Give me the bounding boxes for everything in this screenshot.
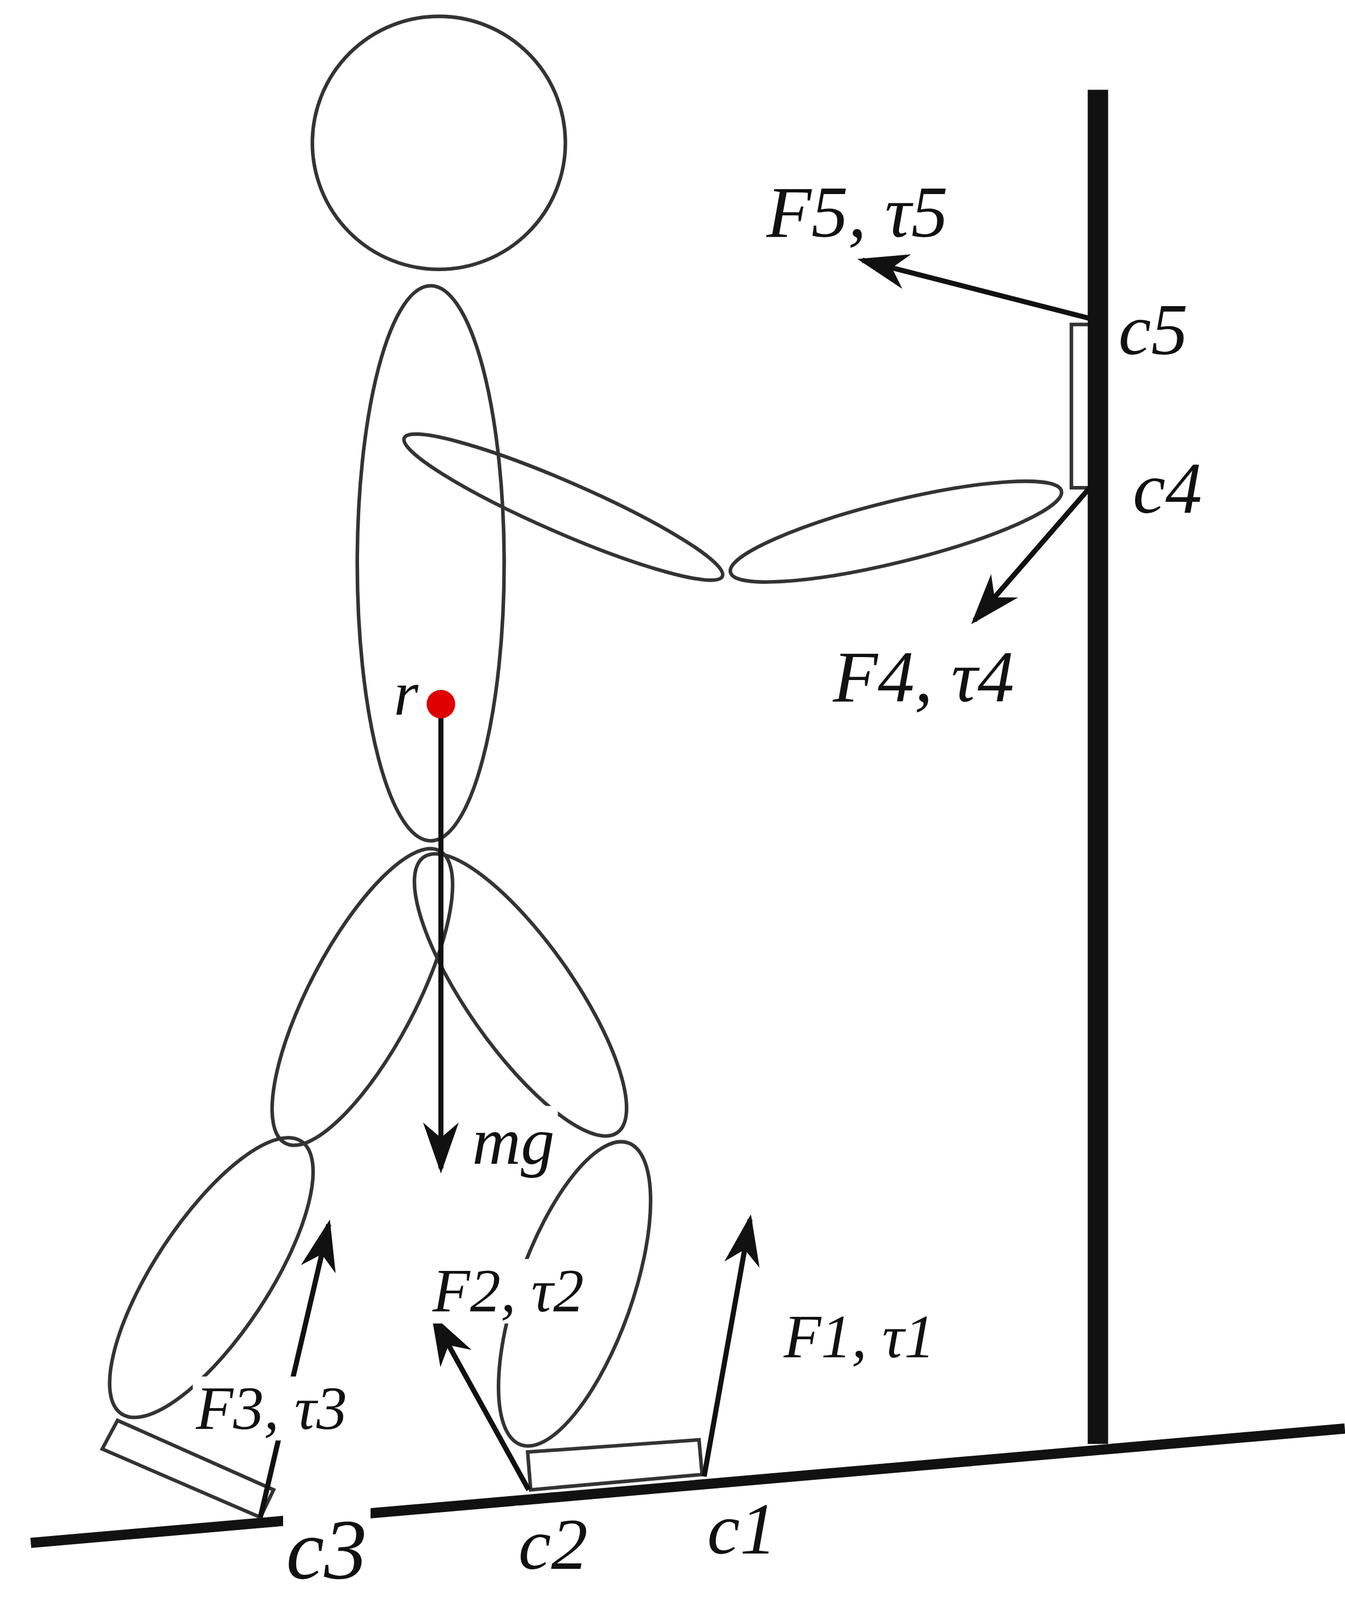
torso — [357, 285, 505, 841]
ground-line — [30, 1428, 1345, 1543]
force-arrow — [703, 1219, 750, 1477]
contact-label: c2 — [515, 1505, 592, 1583]
force-arrow — [260, 1224, 329, 1518]
force-label: F4, τ4 — [829, 637, 1018, 715]
force-label: F1, τ1 — [780, 1304, 939, 1370]
upper-arm — [394, 414, 733, 600]
wall-line — [1087, 89, 1108, 1444]
force-label: F5, τ5 — [763, 173, 952, 251]
position-label: r — [390, 660, 422, 728]
force-label: F2, τ2 — [429, 1258, 588, 1324]
left-thigh — [238, 825, 487, 1168]
contact-label: c4 — [1129, 449, 1206, 527]
force-arrow — [862, 260, 1090, 319]
gravity-label: mg — [468, 1105, 559, 1177]
head — [312, 16, 566, 270]
center-of-mass — [426, 689, 456, 719]
contact-label: c5 — [1115, 291, 1192, 369]
gravity-arrow — [438, 714, 444, 1169]
force-arrow — [974, 487, 1090, 621]
force-arrow — [433, 1318, 530, 1490]
force-label: F3, τ3 — [192, 1376, 351, 1441]
forearm — [723, 461, 1069, 602]
contact-label: c1 — [703, 1490, 780, 1568]
contact-label: c3 — [282, 1504, 370, 1595]
